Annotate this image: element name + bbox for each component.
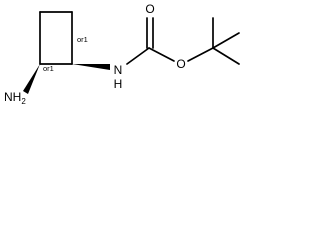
bond-n-carbonyl-c bbox=[126, 47, 150, 65]
stereo-label-c1: or1 bbox=[77, 35, 88, 44]
amine-label: NH2 bbox=[4, 90, 26, 106]
carbamate-n-symbol: N bbox=[114, 63, 123, 77]
carbamate-nh-label: N bbox=[114, 63, 123, 77]
wedge-bond-amine bbox=[23, 64, 40, 94]
carbonyl-oxygen-label: O bbox=[145, 2, 154, 16]
stereo-label-c2: or1 bbox=[43, 64, 54, 73]
bond-ester-o-tbutyl-c bbox=[187, 47, 214, 62]
bond-carbonyl-c-ester-o bbox=[148, 47, 175, 62]
ester-oxygen-label: O bbox=[176, 57, 185, 71]
bond-tbutyl-methyl-bottom bbox=[212, 47, 240, 65]
amine-h-count: 2 bbox=[21, 97, 26, 106]
amine-symbol: NH bbox=[4, 90, 21, 104]
carbamate-nh-hydrogen: H bbox=[114, 77, 123, 91]
bond-tbutyl-methyl-right bbox=[212, 32, 240, 49]
chemical-structure: NH2 N H O O or1 or1 bbox=[4, 2, 240, 106]
wedge-bond-carbamate bbox=[72, 64, 110, 70]
